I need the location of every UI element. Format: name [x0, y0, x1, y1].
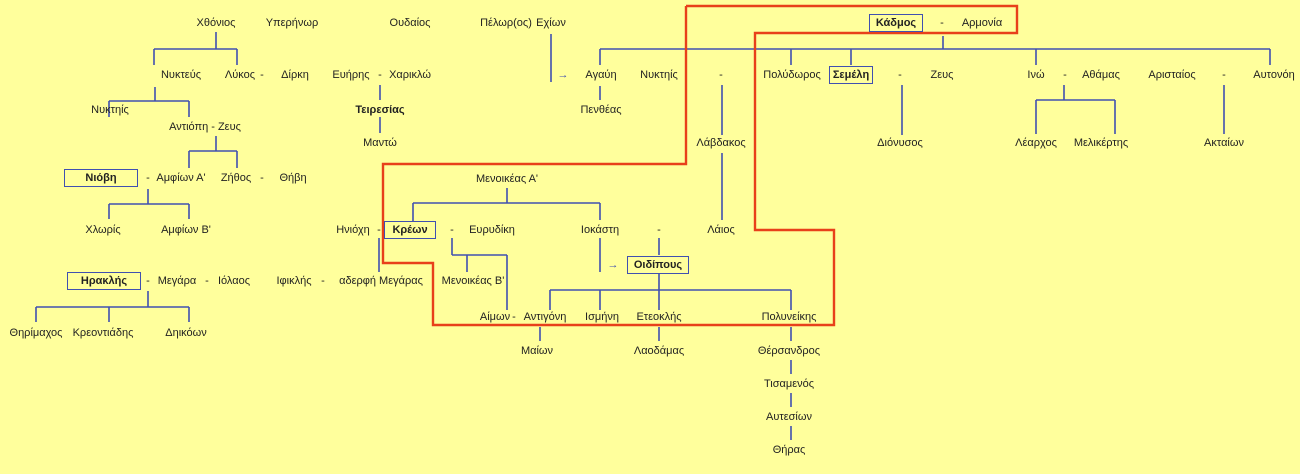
node-iokaste: Ιοκάστη [580, 224, 620, 236]
node-laios: Λάιος [707, 224, 735, 236]
node-oudaios: Ουδαίος [389, 17, 431, 29]
node-euires: Ευήρης [332, 69, 370, 81]
node-athamas: Αθάμας [1082, 69, 1120, 81]
node-haimon: Αίμων [479, 311, 511, 323]
node-antigone: Αντιγόνη [523, 311, 567, 323]
node-maion: Μαίων [520, 345, 554, 357]
node-zeus: Ζευς [930, 69, 954, 81]
node-sister-megara: αδερφή Μεγάρας [339, 275, 423, 287]
marriage-dash: - [260, 172, 264, 184]
marriage-dash: - [898, 69, 902, 81]
marriage-dash: - [146, 275, 150, 287]
node-therimachos: Θηρίμαχος [9, 327, 63, 339]
node-niobe: Νιόβη [64, 169, 138, 187]
node-autesion: Αυτεσίων [766, 411, 812, 423]
node-thersandros: Θέρσανδρος [757, 345, 821, 357]
marriage-dash: - [719, 69, 723, 81]
node-learchos: Λέαρχος [1015, 137, 1057, 149]
node-ismene: Ισμήνη [585, 311, 619, 323]
marriage-dash: - [321, 275, 325, 287]
node-iphikles: Ιφικλής [276, 275, 312, 287]
node-deikoon: Δηικόων [165, 327, 207, 339]
node-harmonia: Αρμονία [961, 17, 1003, 29]
marriage-dash: - [1063, 69, 1067, 81]
marriage-dash: - [146, 172, 150, 184]
highlight-line [381, 4, 1019, 327]
node-oidipous: Οιδίπους [627, 256, 689, 274]
node-semele: Σεμέλη [829, 66, 873, 84]
node-aristaios: Αρισταίος [1148, 69, 1196, 81]
marriage-dash: - [260, 69, 264, 81]
node-kreon: Κρέων [384, 221, 436, 239]
node-agave: Αγαύη [585, 69, 617, 81]
node-theras: Θήρας [772, 444, 806, 456]
marriage-dash: - [205, 275, 209, 287]
node-lykos: Λύκος [224, 69, 256, 81]
marriage-dash: - [1222, 69, 1226, 81]
node-tisamenos: Τισαμενός [763, 378, 815, 390]
arrow-icon: → [607, 259, 619, 271]
node-thebe: Θήβη [279, 172, 307, 184]
node-amphion-a: Αμφίων Α' [156, 172, 206, 184]
node-hyperenor: Υπερήνωρ [265, 17, 319, 29]
node-aktaion: Ακταίων [1204, 137, 1244, 149]
node-eteokles: Ετεοκλής [636, 311, 682, 323]
node-menoikeas-b: Μενοικέας Β' [441, 275, 505, 287]
node-menoikeas-a: Μενοικέας Α' [475, 173, 539, 185]
node-eurydike: Ευρυδίκη [469, 224, 515, 236]
node-ino: Ινώ [1027, 69, 1045, 81]
node-antiope-zeus: Αντιόπη - Ζευς [169, 121, 241, 133]
node-pelor: Πέλωρ(ος) [480, 17, 532, 29]
node-chariklo: Χαρικλώ [389, 69, 431, 81]
node-kreontiades: Κρεοντιάδης [72, 327, 134, 339]
node-pentheas: Πενθέας [580, 104, 622, 116]
node-iolaos: Ιόλαος [217, 275, 251, 287]
arrow-icon: → [557, 69, 569, 81]
marriage-dash: - [450, 224, 454, 236]
node-labdakos: Λάβδακος [696, 137, 746, 149]
node-polyneikes: Πολυνείκης [761, 311, 817, 323]
node-nykteus: Νυκτεύς [160, 69, 202, 81]
node-echion: Εχίων [536, 17, 566, 29]
node-heniochi: Ηνιόχη [336, 224, 370, 236]
node-megara: Μεγάρα [157, 275, 197, 287]
marriage-dash: - [378, 69, 382, 81]
node-amphion-b: Αμφίων Β' [161, 224, 211, 236]
node-dionysos: Διόνυσος [877, 137, 923, 149]
node-teiresias: Τειρεσίας [355, 104, 405, 116]
node-chthonios: Χθόνιος [196, 17, 236, 29]
node-kadmos: Κάδμος [869, 14, 923, 32]
node-melikertes: Μελικέρτης [1073, 137, 1129, 149]
marriage-dash: - [657, 224, 661, 236]
node-chloris: Χλωρίς [85, 224, 121, 236]
node-manto: Μαντώ [363, 137, 397, 149]
lineage-lines [35, 32, 1271, 440]
node-laodamas: Λαοδάμας [633, 345, 685, 357]
node-zethos: Ζήθος [220, 172, 252, 184]
marriage-dash: - [377, 224, 381, 236]
node-herakles: Ηρακλής [67, 272, 141, 290]
node-nyktis-left: Νυκτηίς [91, 104, 129, 116]
node-dirke: Δίρκη [281, 69, 309, 81]
marriage-dash: - [512, 311, 516, 323]
node-autonoe: Αυτονόη [1253, 69, 1295, 81]
node-nyktis-top: Νυκτηίς [640, 69, 678, 81]
node-polydoros: Πολύδωρος [763, 69, 821, 81]
marriage-dash: - [940, 17, 944, 29]
